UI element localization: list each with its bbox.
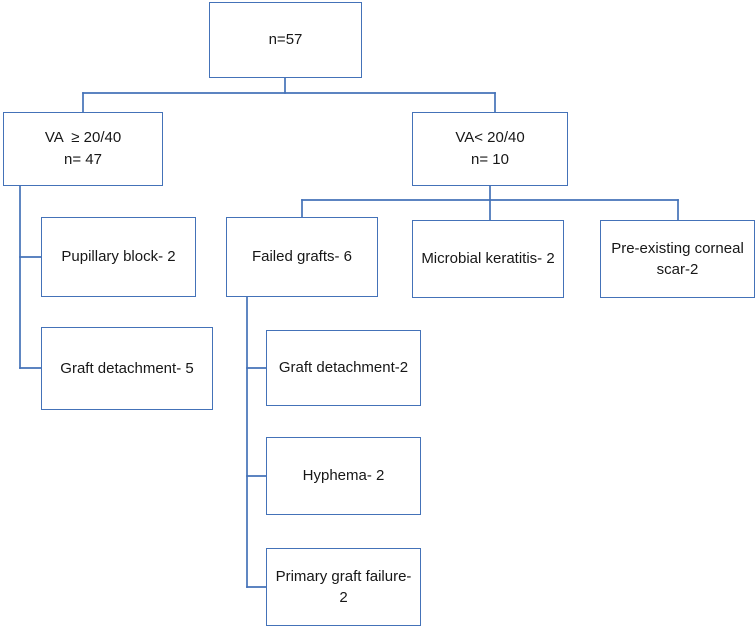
node-hyphema-label: Hyphema- 2 — [302, 467, 385, 485]
node-va-poor[interactable]: VA< 20/40 n= 10 — [412, 112, 568, 186]
node-va-poor-criterion: VA< 20/40 — [455, 128, 525, 146]
node-va-poor-count: n= 10 — [471, 151, 509, 168]
node-graft-detachment-2-label: Graft detachment-2 — [278, 359, 409, 377]
node-va-good[interactable]: VA ≥ 20/40 n= 47 — [3, 112, 163, 186]
node-pupillary-block[interactable]: Pupillary block- 2 — [41, 217, 196, 297]
node-graft-detachment-5-label: Graft detachment- 5 — [60, 359, 194, 377]
node-total[interactable]: n=57 — [209, 2, 362, 78]
node-hyphema[interactable]: Hyphema- 2 — [266, 437, 421, 515]
node-va-good-criterion: VA ≥ 20/40 — [44, 128, 122, 146]
node-va-good-count: n= 47 — [64, 151, 102, 168]
node-primary-graft-failure-label: Primary graft failure- 2 — [275, 567, 412, 606]
node-corneal-scar-label: Pre-existing corneal scar-2 — [611, 239, 744, 278]
node-failed-grafts[interactable]: Failed grafts- 6 — [226, 217, 378, 297]
node-graft-detachment-5[interactable]: Graft detachment- 5 — [41, 327, 213, 410]
node-failed-grafts-label: Failed grafts- 6 — [251, 248, 353, 266]
node-total-label: n=57 — [268, 31, 303, 49]
node-corneal-scar[interactable]: Pre-existing corneal scar-2 — [600, 220, 755, 298]
node-microbial-keratitis-label: Microbial keratitis- 2 — [421, 250, 555, 268]
node-graft-detachment-2[interactable]: Graft detachment-2 — [266, 330, 421, 406]
node-microbial-keratitis[interactable]: Microbial keratitis- 2 — [412, 220, 564, 298]
node-primary-graft-failure[interactable]: Primary graft failure- 2 — [266, 548, 421, 626]
node-pupillary-block-label: Pupillary block- 2 — [61, 248, 176, 266]
